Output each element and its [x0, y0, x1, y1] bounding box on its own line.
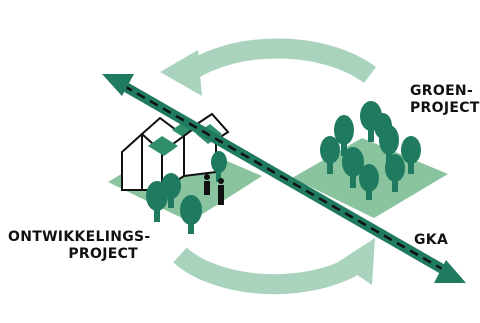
- green-project-label: GROEN- PROJECT: [410, 83, 480, 117]
- gka-arrow: [102, 74, 466, 283]
- development-project-label: ONTWIKKELINGS- PROJECT: [8, 229, 151, 263]
- development-trees-icon: [146, 151, 227, 234]
- gka-label: GKA: [414, 232, 449, 248]
- people-icon: [204, 174, 224, 205]
- development-project-label-line1: ONTWIKKELINGS-: [8, 229, 151, 245]
- bottom-cycle-arrow: [173, 238, 375, 295]
- green-project-label-line2: PROJECT: [410, 100, 480, 116]
- forest-icon: [320, 101, 421, 200]
- houses-icon: [121, 112, 230, 192]
- development-project-label-line2: PROJECT: [68, 246, 138, 262]
- green-project-label-line1: GROEN-: [410, 83, 474, 99]
- top-cycle-arrow: [160, 38, 376, 96]
